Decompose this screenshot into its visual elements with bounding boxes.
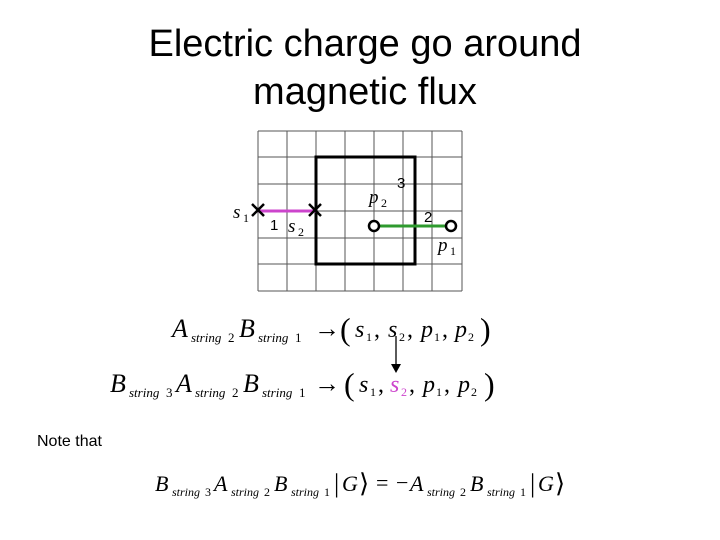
svg-text:,: ,: [444, 372, 450, 398]
svg-text:B: B: [470, 471, 483, 496]
svg-text:p: p: [456, 372, 470, 398]
svg-text:s: s: [359, 372, 368, 398]
svg-text:,: ,: [442, 317, 448, 343]
svg-text:2: 2: [468, 330, 474, 344]
svg-text:→: →: [314, 314, 340, 343]
svg-text:A: A: [170, 314, 188, 343]
svg-text:(: (: [344, 366, 355, 402]
svg-text:⟩: ⟩: [359, 469, 369, 498]
svg-text:string: string: [291, 485, 319, 499]
svg-text:,: ,: [407, 317, 413, 343]
svg-text:B: B: [243, 369, 259, 398]
svg-text:2: 2: [471, 385, 477, 399]
svg-text:p: p: [453, 317, 467, 343]
svg-text:string: string: [487, 485, 515, 499]
label-p2-sub: 2: [381, 196, 387, 210]
svg-text:G: G: [342, 471, 358, 496]
svg-text:B: B: [155, 471, 168, 496]
svg-text:string: string: [262, 385, 293, 400]
svg-text:): ): [480, 311, 491, 347]
particle-circle-p2: [367, 219, 381, 233]
svg-text:2: 2: [460, 485, 466, 499]
svg-text:B: B: [239, 314, 255, 343]
svg-text:A: A: [408, 471, 424, 496]
svg-text:A: A: [212, 471, 228, 496]
svg-text:string: string: [172, 485, 200, 499]
svg-text:3: 3: [166, 385, 173, 400]
label-string-3: 3: [397, 175, 405, 192]
label-string-2: 2: [424, 209, 432, 226]
svg-text:3: 3: [205, 485, 211, 499]
svg-text:(: (: [340, 311, 351, 347]
svg-text:string: string: [258, 330, 289, 345]
svg-text:=: =: [376, 470, 388, 495]
svg-text:string: string: [191, 330, 222, 345]
svg-text:1: 1: [370, 385, 376, 399]
svg-text:B: B: [274, 471, 287, 496]
down-arrow-head: [391, 364, 401, 373]
svg-text:1: 1: [436, 385, 442, 399]
label-string-1: 1: [270, 217, 278, 234]
svg-text:2: 2: [399, 330, 405, 344]
spinon-cross-s2: [308, 203, 322, 217]
svg-text:−: −: [396, 470, 408, 495]
svg-text:p: p: [419, 317, 433, 343]
svg-text:string: string: [427, 485, 455, 499]
svg-text:2: 2: [264, 485, 270, 499]
slide-title-line-2: magnetic flux: [253, 71, 477, 113]
svg-text:2: 2: [401, 385, 407, 399]
svg-text:G: G: [538, 471, 554, 496]
svg-text:s: s: [355, 317, 364, 343]
svg-text:string: string: [195, 385, 226, 400]
svg-text:,: ,: [378, 372, 384, 398]
label-s2-sub: 2: [298, 225, 304, 239]
svg-text:1: 1: [434, 330, 440, 344]
svg-text:p: p: [421, 372, 435, 398]
svg-text:): ): [484, 366, 495, 402]
svg-text:1: 1: [520, 485, 526, 499]
label-p1: p: [436, 235, 448, 256]
note-label: Note that: [37, 433, 102, 450]
highlighted-s2: s: [390, 372, 399, 398]
svg-text:⟩: ⟩: [555, 469, 565, 498]
svg-text:|: |: [530, 469, 535, 498]
svg-text:|: |: [334, 469, 339, 498]
spinon-cross-s1: [251, 203, 265, 217]
svg-text:s: s: [388, 317, 397, 343]
particle-circle-p1: [444, 219, 458, 233]
label-s1: s: [233, 202, 240, 223]
svg-text:2: 2: [232, 385, 239, 400]
svg-text:2: 2: [228, 330, 235, 345]
svg-text:string: string: [129, 385, 160, 400]
svg-text:→: →: [314, 369, 340, 398]
svg-text:B: B: [110, 369, 126, 398]
svg-text:,: ,: [409, 372, 415, 398]
label-s2: s: [288, 216, 295, 237]
svg-text:1: 1: [299, 385, 306, 400]
svg-text:1: 1: [295, 330, 302, 345]
slide-title-line-1: Electric charge go around: [148, 23, 582, 65]
label-s1-sub: 1: [243, 211, 249, 225]
svg-text:1: 1: [366, 330, 372, 344]
svg-text:A: A: [174, 369, 192, 398]
svg-text:string: string: [231, 485, 259, 499]
svg-text:1: 1: [324, 485, 330, 499]
label-p2: p: [367, 187, 379, 208]
svg-text:,: ,: [374, 317, 380, 343]
label-p1-sub: 1: [450, 244, 456, 258]
